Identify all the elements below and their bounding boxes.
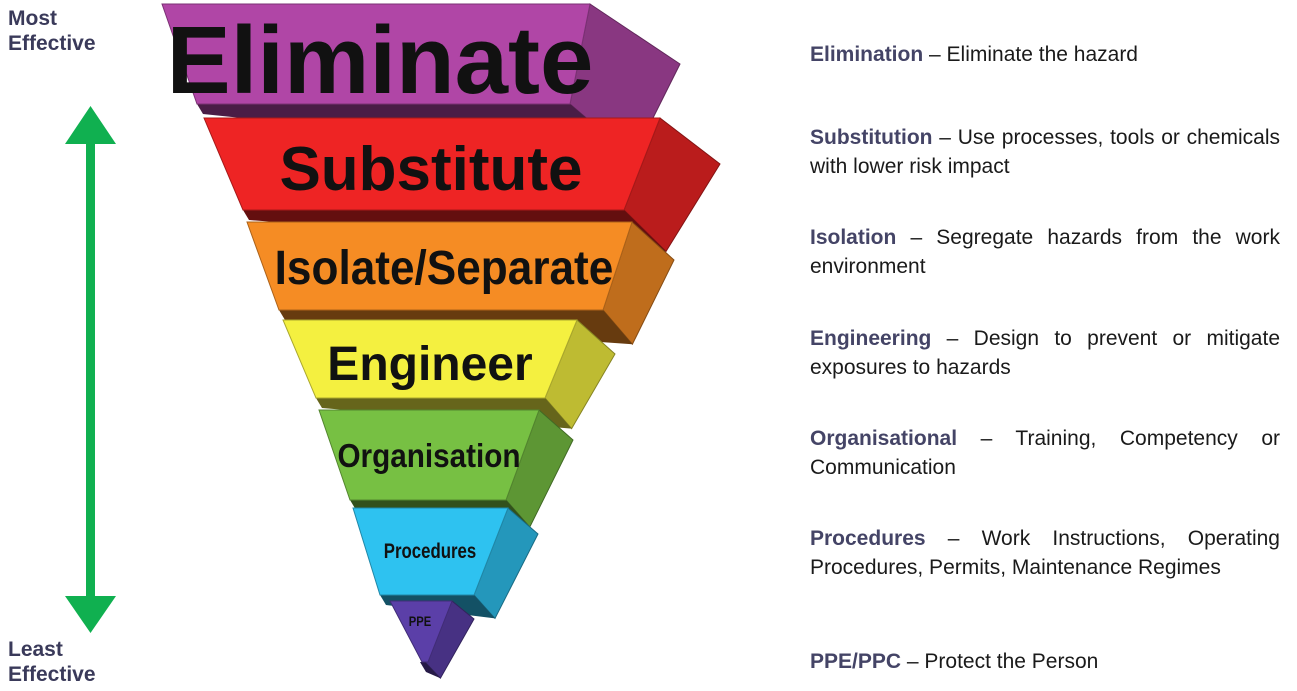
desc-text: Segregate hazards from the work environm… xyxy=(810,226,1280,278)
level-front-face xyxy=(203,117,661,211)
desc-sep: – xyxy=(896,226,937,249)
desc-sep: – xyxy=(957,427,1016,450)
most-effective-line2: Effective xyxy=(8,32,96,55)
desc-term: PPE/PPC xyxy=(810,650,902,673)
level-label: Procedures xyxy=(384,540,476,563)
least-effective-line2: Effective xyxy=(8,663,96,686)
desc-term: Organisational xyxy=(810,427,958,450)
double-arrow-icon xyxy=(65,106,116,633)
desc-text: Design to prevent or mitigate exposures … xyxy=(810,327,1280,379)
level-front-face xyxy=(161,3,591,105)
most-effective-label: Most Effective xyxy=(8,6,96,56)
desc-isolation: Isolation – Segregate hazards from the w… xyxy=(810,223,1280,281)
desc-text: Work Instructions, Operating Procedures,… xyxy=(810,527,1280,579)
effectiveness-arrow xyxy=(65,106,116,633)
desc-text: Training, Competency or Communication xyxy=(810,427,1280,479)
pyramid-level-ppe: PPE xyxy=(389,600,475,680)
level-label: Eliminate xyxy=(167,7,594,114)
level-front-face xyxy=(389,600,453,663)
desc-term: Substitution xyxy=(810,126,933,149)
level-front-face xyxy=(352,507,509,596)
desc-term: Engineering xyxy=(810,327,932,350)
desc-engineering: Engineering – Design to prevent or mitig… xyxy=(810,324,1280,382)
desc-sep: – xyxy=(901,650,925,673)
desc-sep: – xyxy=(923,43,947,66)
level-front-face xyxy=(246,221,633,311)
desc-substitution: Substitution – Use processes, tools or c… xyxy=(810,123,1280,181)
most-effective-line1: Most xyxy=(8,7,57,30)
arrow-up-icon xyxy=(65,106,116,144)
level-label: PPE xyxy=(409,614,431,629)
desc-organisational: Organisational – Training, Competency or… xyxy=(810,424,1280,482)
desc-term: Procedures xyxy=(810,527,926,550)
level-front-face xyxy=(318,409,540,501)
desc-text: Protect the Person xyxy=(924,650,1099,673)
desc-text: Eliminate the hazard xyxy=(946,43,1138,66)
level-label: Organisation xyxy=(337,438,520,475)
least-effective-line1: Least xyxy=(8,638,63,661)
desc-term: Isolation xyxy=(810,226,897,249)
least-effective-label: Least Effective xyxy=(8,637,96,687)
desc-ppe: PPE/PPC – Protect the Person xyxy=(810,647,1280,676)
desc-term: Elimination xyxy=(810,43,924,66)
desc-sep: – xyxy=(925,527,982,550)
control-descriptions: Elimination – Eliminate the hazard Subst… xyxy=(810,0,1280,691)
desc-elimination: Elimination – Eliminate the hazard xyxy=(810,40,1280,69)
level-front-face xyxy=(282,319,578,399)
level-label: Isolate/Separate xyxy=(275,240,614,294)
hierarchy-pyramid: EliminateSubstituteIsolate/SeparateEngin… xyxy=(161,3,721,680)
level-label: Engineer xyxy=(327,338,532,391)
desc-text: Use processes, tools or chemicals with l… xyxy=(810,126,1280,178)
level-label: Substitute xyxy=(279,135,582,204)
desc-sep: – xyxy=(932,126,958,149)
desc-sep: – xyxy=(931,327,974,350)
arrow-shaft xyxy=(86,138,95,600)
arrow-down-icon xyxy=(65,596,116,633)
level-bottom-edge xyxy=(420,662,441,679)
desc-procedures: Procedures – Work Instructions, Operatin… xyxy=(810,524,1280,582)
